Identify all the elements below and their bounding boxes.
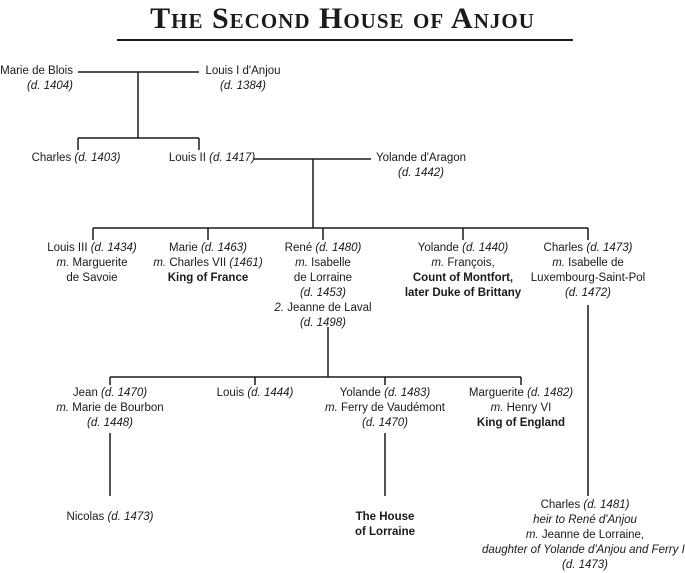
person-louis-ii: Louis II (d. 1417) — [168, 152, 256, 164]
person-charles-1473: Charles (d. 1473) m. Isabelle de Luxembo… — [530, 242, 646, 299]
person-charles-1481: Charles (d. 1481) heir to René d'Anjou m… — [482, 499, 685, 571]
person-louis-1444: Louis (d. 1444) — [216, 387, 294, 399]
person-nicolas: Nicolas (d. 1473) — [66, 511, 154, 523]
person-jean: Jean (d. 1470) m. Marie de Bourbon (d. 1… — [56, 387, 164, 429]
person-charles-1403: Charles (d. 1403) — [31, 152, 121, 164]
person-rene: René (d. 1480) m. Isabelle de Lorraine (… — [274, 242, 372, 329]
person-yolande-1483: Yolande (d. 1483) m. Ferry de Vaudémont … — [325, 387, 445, 429]
person-louis-iii: Louis III (d. 1434) m. Marguerite de Sav… — [47, 242, 137, 284]
person-marie-1463: Marie (d. 1463) m. Charles VII (1461) Ki… — [153, 242, 263, 284]
person-marie-de-blois: Marie de Blois (d. 1404) — [0, 65, 73, 92]
person-louis-i: Louis I d'Anjou (d. 1384) — [205, 65, 281, 92]
title-underline — [117, 39, 573, 41]
house-of-lorraine: The House of Lorraine — [354, 511, 416, 538]
person-marguerite: Marguerite (d. 1482) m. Henry VI King of… — [468, 387, 574, 429]
person-yolande-aragon: Yolande d'Aragon (d. 1442) — [375, 152, 467, 179]
page-title: The Second House of Anjou — [150, 2, 535, 35]
person-yolande-1440: Yolande (d. 1440) m. François, Count of … — [404, 242, 522, 299]
